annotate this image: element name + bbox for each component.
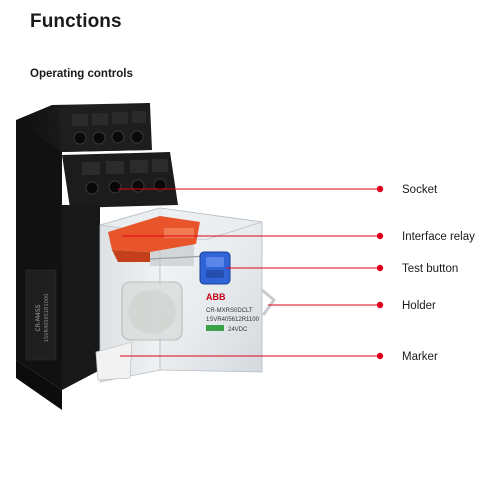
svg-text:1SVR405651R1000: 1SVR405651R1000 bbox=[44, 294, 50, 343]
section-title: Operating controls bbox=[30, 68, 133, 80]
callout-label-test-button: Test button bbox=[402, 263, 459, 275]
svg-text:CR-M4SS: CR-M4SS bbox=[35, 304, 42, 331]
model-line-2: 1SVR405612R1100 bbox=[206, 317, 260, 323]
relay-front-label: ABB CR-MXRS0DCLT 1SVR405612R1100 24VDC bbox=[206, 292, 260, 333]
callout-label-socket: Socket bbox=[402, 184, 438, 196]
callout-label-marker: Marker bbox=[402, 351, 438, 363]
holder-leader-dot bbox=[376, 301, 384, 309]
marker-leader-dot bbox=[376, 352, 384, 360]
socket-base: CR-M4SS 1SVR405651R1000 bbox=[16, 103, 178, 410]
coil-voltage: 24VDC bbox=[228, 327, 248, 333]
marker-tag bbox=[95, 341, 133, 381]
test-button-leader-dot bbox=[376, 264, 384, 272]
callout-leaders bbox=[118, 185, 384, 360]
holder-clip bbox=[260, 288, 277, 316]
test-button-icon[interactable] bbox=[199, 251, 231, 285]
callout-label-interface-relay: Interface relay bbox=[402, 231, 475, 243]
model-line-1: CR-MXRS0DCLT bbox=[206, 308, 253, 314]
callout-label-holder: Holder bbox=[402, 300, 436, 312]
relay-actuator bbox=[108, 216, 200, 262]
brand-mark: ABB bbox=[206, 292, 226, 302]
interface-relay-leader-dot bbox=[376, 232, 384, 240]
page-title: Functions bbox=[30, 11, 122, 32]
socket-leader-dot bbox=[376, 185, 384, 193]
